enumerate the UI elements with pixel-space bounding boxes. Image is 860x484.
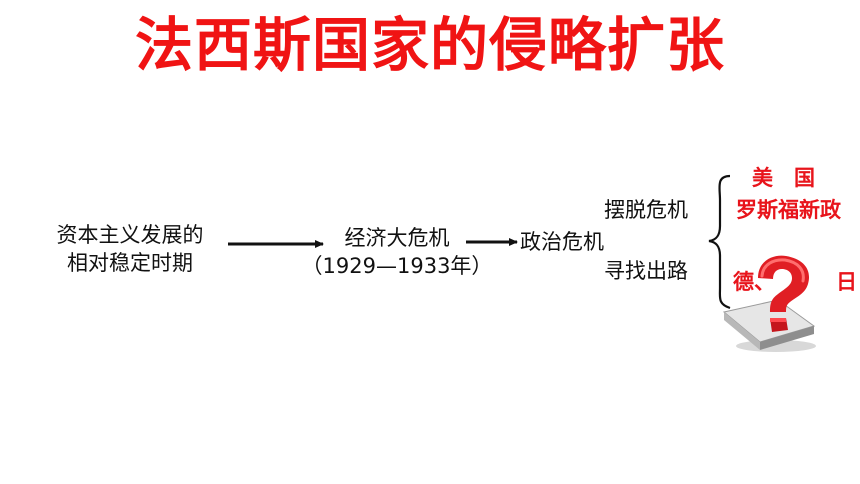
new-deal-label: 罗斯福新政 [736,197,841,222]
usa-label: 美 国 [752,165,815,190]
japan-label: 日 [836,269,857,294]
stable-period-line2: 相对稳定时期 [67,251,193,275]
stable-period-node: 资本主义发展的 相对稳定时期 [30,221,230,277]
economic-crisis-node: 经济大危机 （1929—1933年） [292,224,502,280]
question-mark-3d-icon [722,255,816,352]
crisis-years: （1929—1933年） [301,254,493,278]
stable-period-line1: 资本主义发展的 [56,223,204,247]
find-way-out-label: 寻找出路 [604,259,688,283]
political-crisis-node: 政治危机 [520,230,604,254]
slide-title: 法西斯国家的侵略扩张 [134,11,725,79]
right-brace [708,174,731,310]
escape-crisis-label: 摆脱危机 [604,198,688,222]
economic-crisis-label: 经济大危机 [344,226,450,250]
